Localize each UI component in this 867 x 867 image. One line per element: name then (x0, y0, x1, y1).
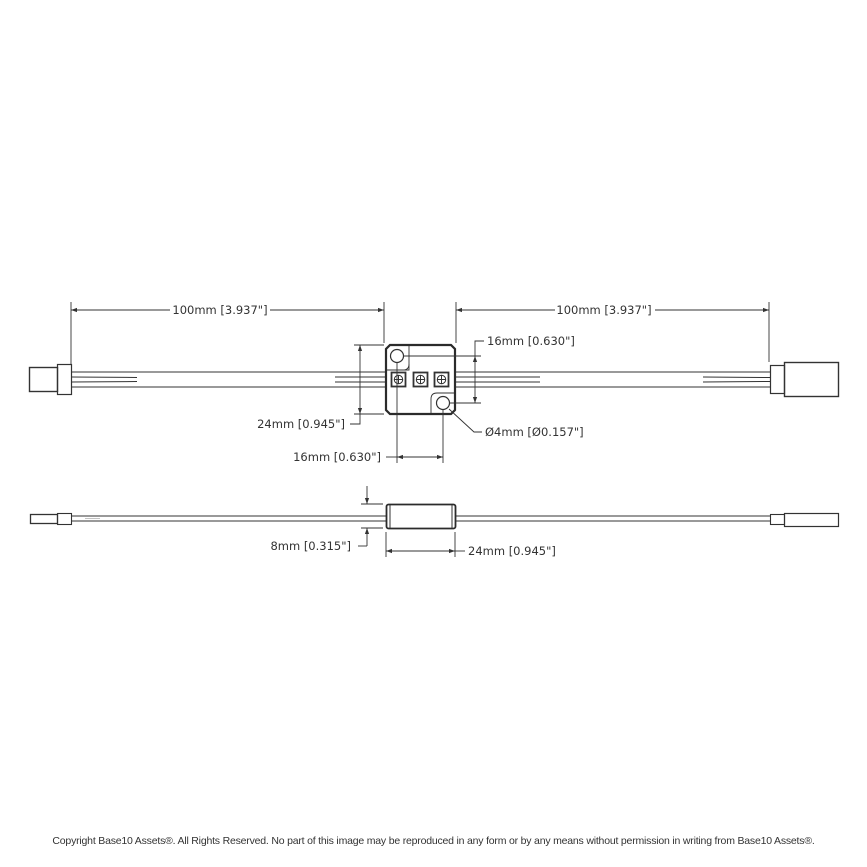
label-hole-spacing-vertical: 16mm [0.630"] (487, 334, 575, 348)
side-view (29, 486, 840, 557)
side-right-connector (769, 512, 840, 528)
label-body-height: 24mm [0.945"] (257, 417, 345, 431)
right-cable (455, 371, 771, 388)
label-right-length: 100mm [3.937"] (556, 303, 651, 317)
label-hole-diameter: Ø4mm [Ø0.157"] (485, 425, 584, 439)
left-connector (28, 363, 73, 396)
dim-body-width (385, 532, 465, 557)
dim-left-length (70, 302, 385, 364)
dim-hole-spacing-vertical (403, 340, 484, 404)
copyright-notice: Copyright Base10 Assets®. All Rights Res… (52, 835, 815, 847)
side-left-cable (71, 515, 386, 522)
dim-hole-diameter-leader (448, 408, 482, 433)
side-right-cable (456, 515, 770, 522)
dim-thickness (358, 486, 383, 547)
right-connector (769, 361, 840, 398)
label-hole-spacing-horizontal: 16mm [0.630"] (293, 450, 381, 464)
mounting-hole-bottom-right (435, 395, 451, 411)
screw-terminal-3 (433, 371, 450, 388)
label-left-length: 100mm [3.937"] (172, 303, 267, 317)
dim-hole-spacing-horizontal (386, 362, 444, 463)
dim-body-height (350, 344, 384, 425)
controller-body (384, 343, 457, 416)
side-controller-body (385, 503, 457, 530)
top-view (28, 302, 840, 463)
label-body-width: 24mm [0.945"] (468, 544, 556, 558)
mounting-hole-top-left (389, 348, 405, 364)
dim-right-length (455, 302, 770, 362)
label-thickness: 8mm [0.315"] (270, 539, 351, 553)
side-left-connector (29, 512, 73, 526)
screw-terminal-1 (390, 371, 407, 388)
left-cable (70, 371, 386, 388)
screw-terminal-2 (412, 371, 429, 388)
